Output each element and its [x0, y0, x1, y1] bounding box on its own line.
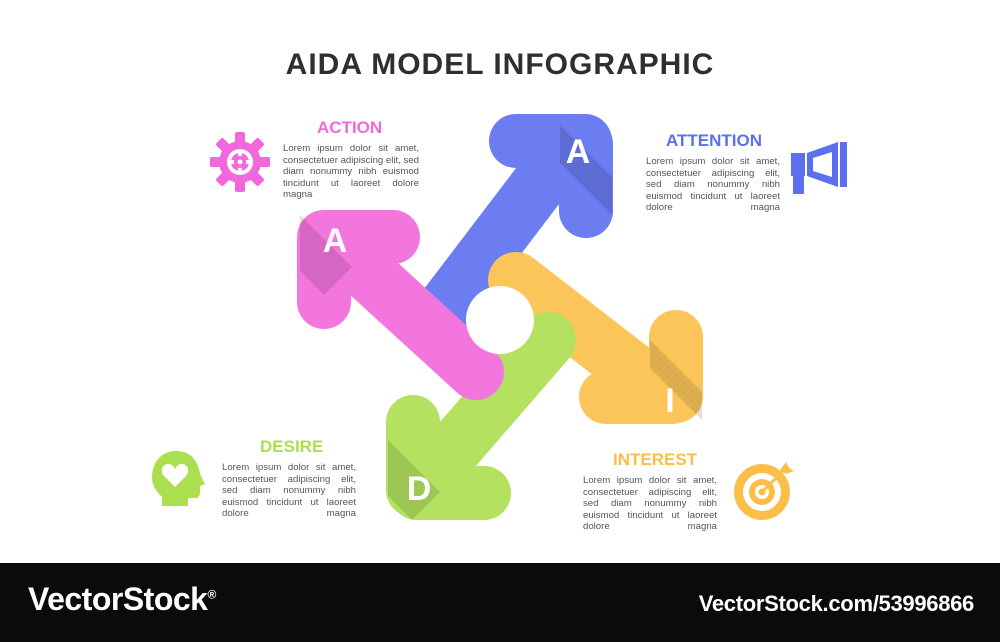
desire-body: Lorem ipsum dolor sit amet, consectetuer… [222, 462, 356, 520]
megaphone-icon [791, 142, 847, 194]
footer-bar: VectorStock® VectorStock.com/53996866 [0, 563, 1000, 642]
desire-arrow [386, 312, 576, 520]
interest-heading: INTEREST [613, 450, 698, 469]
interest-block: INTEREST Lorem ipsum dolor sit amet, con… [583, 450, 717, 533]
footer-brand: VectorStock® [28, 581, 216, 618]
target-icon [734, 462, 794, 520]
desire-letter: D [407, 470, 432, 508]
attention-arrow [419, 114, 613, 333]
attention-heading: ATTENTION [666, 131, 763, 150]
footer-brand-mark: ® [207, 587, 216, 602]
interest-letter: I [665, 382, 674, 420]
aida-diagram: A I D A [152, 114, 847, 520]
heart-head-icon [152, 451, 205, 506]
desire-block: DESIRE Lorem ipsum dolor sit amet, conse… [222, 437, 356, 520]
gear-icon [210, 132, 270, 192]
attention-body: Lorem ipsum dolor sit amet, consectetuer… [646, 156, 780, 214]
action-arrow [297, 210, 504, 400]
attention-letter: A [566, 133, 591, 171]
action-letter: A [323, 222, 348, 260]
action-block: ACTION Lorem ipsum dolor sit amet, conse… [283, 118, 419, 201]
interest-body: Lorem ipsum dolor sit amet, consectetuer… [583, 475, 717, 533]
interest-arrow [488, 252, 703, 424]
attention-block: ATTENTION Lorem ipsum dolor sit amet, co… [646, 131, 780, 214]
action-body: Lorem ipsum dolor sit amet, consectetuer… [283, 143, 419, 201]
desire-heading: DESIRE [260, 437, 324, 456]
action-heading: ACTION [317, 118, 383, 137]
footer-brand-text: VectorStock [28, 581, 208, 617]
footer-url: VectorStock.com/53996866 [698, 591, 975, 616]
page-title: AIDA MODEL INFOGRAPHIC [285, 48, 715, 81]
